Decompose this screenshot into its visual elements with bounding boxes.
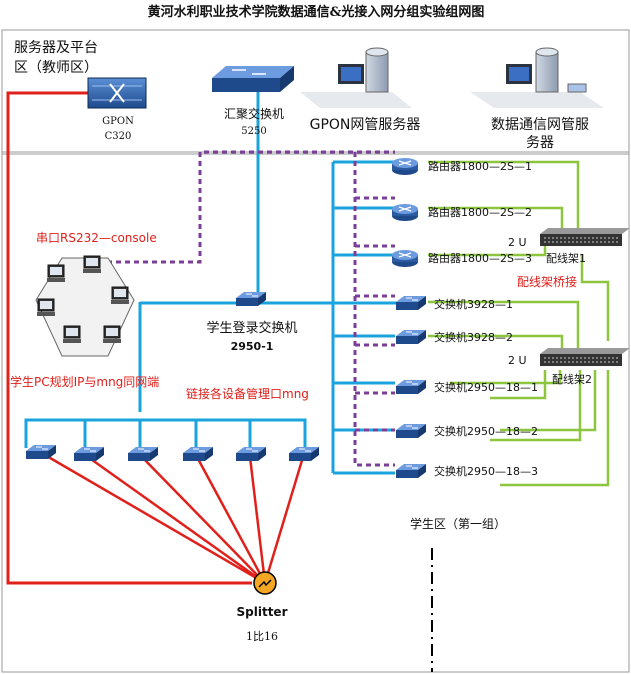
pc-5-icon[interactable]: [62, 325, 82, 344]
router-1-label: 路由器1800—2S—1: [428, 159, 532, 173]
switch-3928-1-label: 交换机3928—1: [434, 297, 513, 311]
splitter-ratio: 1比16: [246, 630, 278, 643]
patch-panel-2-units: 2 U: [508, 354, 527, 367]
onu-2-icon[interactable]: [73, 446, 105, 462]
patch-panel-1-icon[interactable]: [540, 228, 630, 246]
patch-links: [428, 160, 610, 487]
gpon-nms-label: GPON网管服务器: [310, 117, 421, 133]
server-zone-frame: [1, 29, 630, 155]
switch-3928-2-label: 交换机3928—2: [434, 330, 513, 344]
switch-3928-2[interactable]: [395, 329, 427, 345]
fiber-gpon-splitter: [6, 91, 252, 585]
router-2-label: 路由器1800—2S—2: [428, 205, 532, 219]
patch-panel-2-icon[interactable]: [540, 348, 630, 366]
switch-2950-18-3-label: 交换机2950—18—3: [434, 464, 538, 478]
splitter-label: Splitter: [237, 605, 288, 619]
student-switch-label-2: 2950-1: [231, 340, 274, 353]
router-3-label: 路由器1800—2S—3: [428, 251, 532, 265]
console-links: [107, 150, 395, 467]
patch-bridge-label: 配线架桥接: [517, 274, 577, 289]
pc-1-icon[interactable]: [46, 264, 66, 283]
switch-2950-18-3[interactable]: [395, 463, 427, 479]
pc-6-icon[interactable]: [102, 325, 122, 344]
router-1[interactable]: [391, 157, 419, 176]
datacom-nms-label-1: 数据通信网管服: [491, 117, 589, 133]
pc-4-icon[interactable]: [36, 298, 56, 317]
switch-2950-18-1-label: 交换机2950—18—1: [434, 380, 538, 394]
splitter-icon[interactable]: [253, 571, 277, 595]
student-zone-frame: [1, 151, 630, 673]
aggregation-switch-label-2: 5250: [241, 126, 266, 137]
switch-2950-18-2[interactable]: [395, 423, 427, 439]
patch-panel-1-label: 配线架1: [546, 251, 586, 265]
gpon-olt-icon[interactable]: [87, 77, 147, 109]
aggregation-switch-icon[interactable]: [212, 66, 294, 92]
student-switch-label-1: 学生登录交换机: [206, 320, 297, 336]
datacom-nms-server-icon[interactable]: [470, 47, 604, 108]
mng-link-label: 链接各设备管理口mng: [186, 386, 309, 401]
pc-ip-label: 学生PC规划IP与mng同网端: [10, 374, 159, 389]
pc-2-icon[interactable]: [82, 255, 102, 274]
splitter-fan: [44, 453, 305, 585]
patch-panel-2-label: 配线架2: [552, 372, 592, 386]
onu-3-icon[interactable]: [127, 446, 159, 462]
gpon-nms-server-icon[interactable]: [300, 47, 412, 108]
onu-5-icon[interactable]: [235, 446, 267, 462]
server-zone-label-1: 服务器及平台: [14, 40, 98, 56]
router-3[interactable]: [391, 249, 419, 268]
onu-4-icon[interactable]: [182, 446, 214, 462]
diagram-title: 黄河水利职业技术学院数据通信&光接入网分组实验组网图: [148, 4, 485, 20]
switch-3928-1[interactable]: [395, 295, 427, 311]
pc-3-icon[interactable]: [110, 286, 130, 305]
student-zone-label: 学生区（第一组）: [410, 516, 506, 531]
aggregation-switch-label-1: 汇聚交换机: [224, 106, 284, 121]
switch-2950-18-1[interactable]: [395, 379, 427, 395]
datacom-nms-label-2: 务器: [526, 135, 554, 151]
onu-1-icon[interactable]: [25, 444, 57, 460]
router-2[interactable]: [391, 203, 419, 222]
patch-panel-1-units: 2 U: [508, 236, 527, 249]
onu-6-icon[interactable]: [288, 446, 320, 462]
server-zone-label-2: 区（教师区）: [14, 60, 98, 76]
console-label: 串口RS232—console: [36, 231, 157, 245]
switch-2950-18-2-label: 交换机2950—18—2: [434, 424, 538, 438]
gpon-label-2: C320: [105, 131, 132, 142]
gpon-label-1: GPON: [102, 116, 134, 127]
